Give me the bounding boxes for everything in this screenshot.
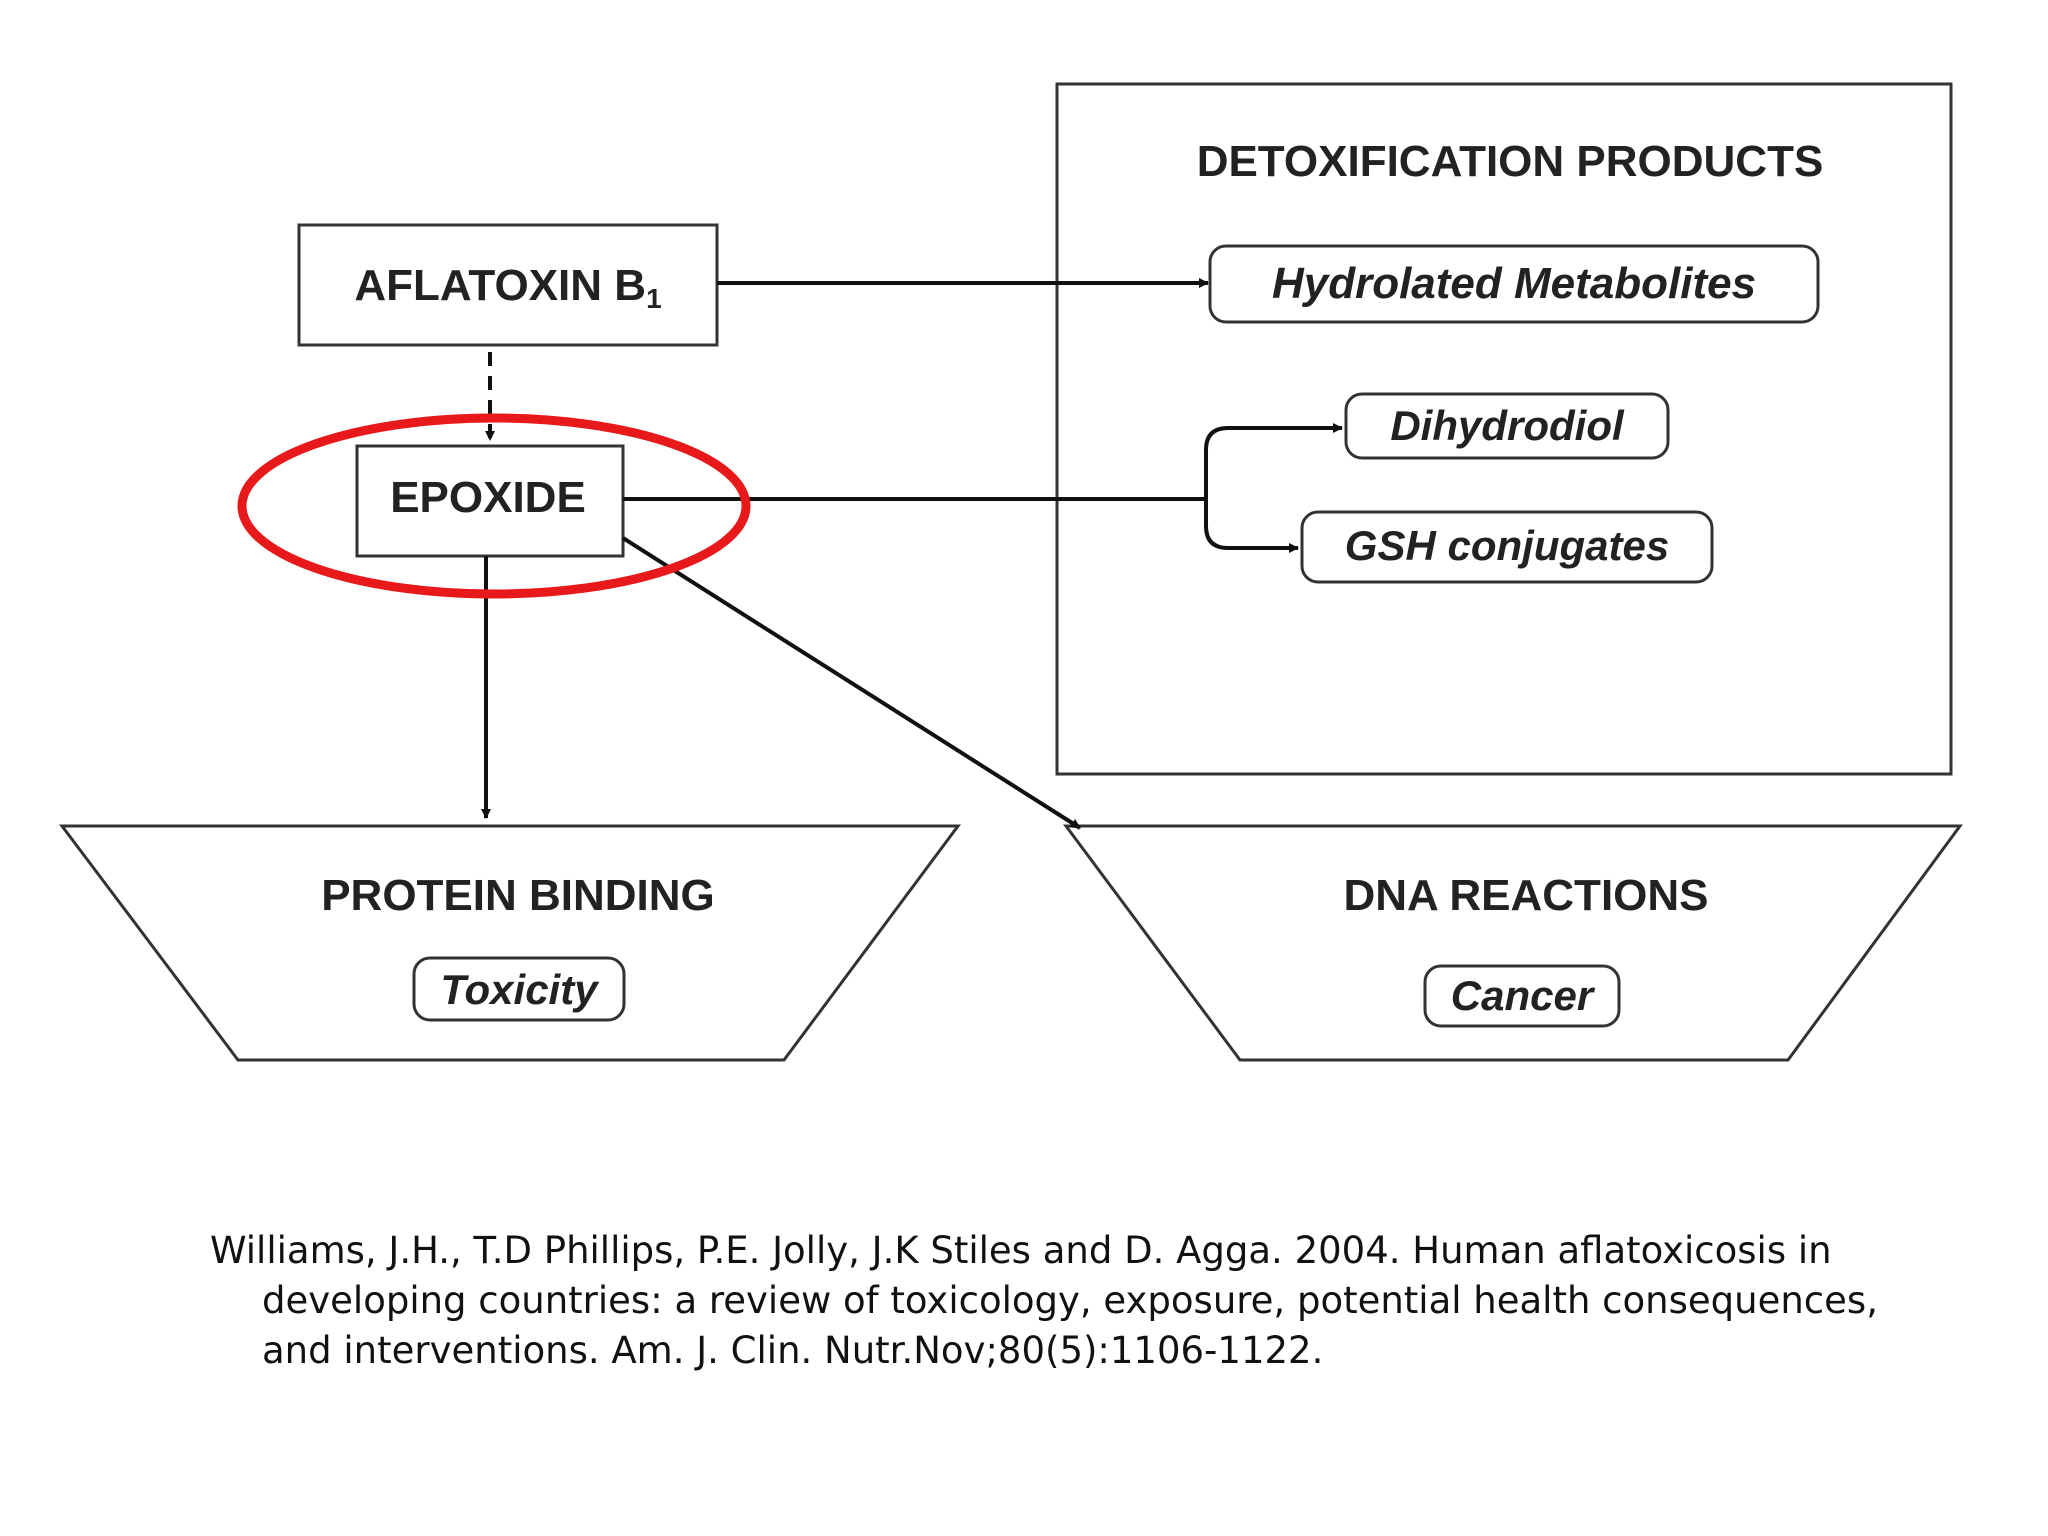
arrow-epoxide-to-dna xyxy=(621,536,1082,830)
epoxide-box xyxy=(355,444,625,558)
citation-text: Williams, J.H., T.D Phillips, P.E. Jolly… xyxy=(210,1229,1878,1372)
dihydrodiol-label: Dihydrodiol xyxy=(1390,402,1625,449)
toxicity-label: Toxicity xyxy=(440,966,600,1013)
citation-block: Williams, J.H., T.D Phillips, P.E. Jolly… xyxy=(210,1226,1930,1376)
dihydrodiol-pill xyxy=(1344,392,1670,460)
cancer-pill xyxy=(1423,964,1621,1028)
dna-reactions-title: DNA REACTIONS xyxy=(1343,871,1708,920)
epoxide-highlight-ellipse xyxy=(237,413,751,599)
detox-title: DETOXIFICATION PRODUCTS xyxy=(1197,137,1824,186)
gsh-label: GSH conjugates xyxy=(1345,522,1669,569)
cancer-label: Cancer xyxy=(1451,972,1596,1019)
arrow-branch-to-gsh xyxy=(1204,499,1299,553)
arrow-branch-to-dihydrodiol xyxy=(1204,423,1343,499)
hydrolated-label: Hydrolated Metabolites xyxy=(1272,259,1756,308)
dna-reactions-trapezoid xyxy=(1063,824,1963,1062)
arrows xyxy=(481,278,1343,830)
protein-binding-title: PROTEIN BINDING xyxy=(321,871,715,920)
hydrolated-pill xyxy=(1208,244,1820,324)
gsh-pill xyxy=(1300,510,1714,584)
aflatoxin-box xyxy=(297,223,719,347)
aflatoxin-label: AFLATOXIN B1 xyxy=(354,261,661,314)
detox-box xyxy=(1055,82,1953,776)
epoxide-label: EPOXIDE xyxy=(390,473,586,522)
toxicity-pill xyxy=(412,956,626,1022)
protein-binding-trapezoid xyxy=(58,824,961,1062)
